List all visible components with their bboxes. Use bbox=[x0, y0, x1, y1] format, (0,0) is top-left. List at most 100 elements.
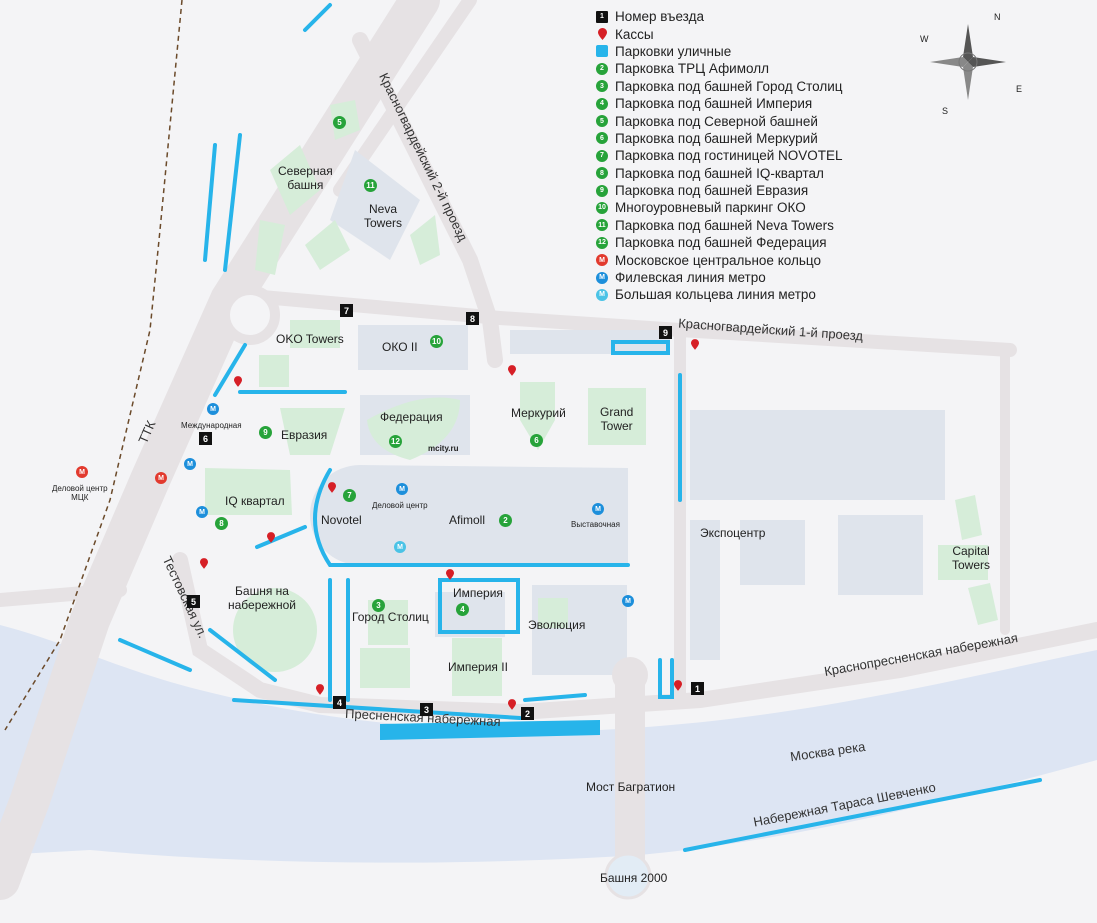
parking-10-icon: 10 bbox=[596, 201, 608, 214]
station-delovoy-mck: Деловой центр МЦК bbox=[52, 484, 108, 503]
label-iq: IQ квартал bbox=[225, 494, 285, 508]
parking-12-marker: 12 bbox=[389, 435, 402, 448]
metro-filevskaya-icon: M bbox=[592, 503, 604, 515]
cash-pin-icon bbox=[328, 482, 336, 493]
metro-filevskaya-icon: M bbox=[207, 403, 219, 415]
entry-8: 8 bbox=[466, 312, 479, 325]
parking-11-icon: 11 bbox=[596, 219, 608, 232]
metro-filevskaya-icon: M bbox=[196, 506, 208, 518]
parking-4-icon: 4 bbox=[596, 97, 608, 110]
parking-2-marker: 2 bbox=[499, 514, 512, 527]
buildings bbox=[330, 150, 945, 675]
bridge-tower-circle bbox=[612, 657, 648, 693]
metro-filevskaya-icon: M bbox=[396, 483, 408, 495]
entry-2: 2 bbox=[521, 707, 534, 720]
parking-6-marker: 6 bbox=[530, 434, 543, 447]
legend-cash: Кассы bbox=[596, 25, 896, 42]
label-b2000: Башня 2000 bbox=[600, 871, 668, 885]
label-oko-towers: OKO Towers bbox=[276, 332, 344, 346]
compass-n: N bbox=[994, 12, 1001, 22]
label-severnaya: Северная башня bbox=[278, 164, 333, 192]
parking-5-marker: 5 bbox=[333, 116, 346, 129]
parking-10-marker: 10 bbox=[430, 335, 443, 348]
cash-pin-icon bbox=[267, 532, 275, 543]
entry-7: 7 bbox=[340, 304, 353, 317]
compass-w: W bbox=[920, 34, 929, 44]
label-mcity: mcity.ru bbox=[428, 444, 459, 453]
station-delovoy: Деловой центр bbox=[372, 501, 428, 510]
label-oko2: ОКО II bbox=[382, 340, 418, 354]
label-grand: Grand Tower bbox=[600, 405, 634, 433]
label-evraziya: Евразия bbox=[281, 428, 328, 442]
station-vystavochnaya: Выставочная bbox=[571, 520, 620, 529]
label-most: Мост Багратион bbox=[586, 780, 676, 794]
entry-1: 1 bbox=[691, 682, 704, 695]
label-evolyuciya: Эволюция bbox=[528, 618, 586, 632]
label-gorod: Город Столиц bbox=[352, 610, 429, 624]
parking-8-marker: 8 bbox=[215, 517, 228, 530]
cash-pin-icon bbox=[674, 680, 682, 691]
metro-filevskaya-icon: M bbox=[596, 271, 608, 284]
metro-filevskaya-icon: M bbox=[184, 458, 196, 470]
parking-4-marker: 4 bbox=[456, 603, 469, 616]
street-parkings bbox=[118, 3, 1042, 852]
label-novotel: Novotel bbox=[321, 513, 362, 527]
metro-mck-icon: M bbox=[76, 466, 88, 478]
label-ekspocentr: Экспоцентр bbox=[700, 526, 766, 540]
roundabout bbox=[220, 285, 280, 345]
parking-5-icon: 5 bbox=[596, 115, 608, 128]
railway-line bbox=[4, 0, 183, 731]
parking-9-marker: 9 bbox=[259, 426, 272, 439]
label-imperiya: Империя bbox=[453, 586, 503, 600]
parking-icon bbox=[596, 45, 608, 58]
parking-6-icon: 6 bbox=[596, 132, 608, 145]
cash-pin-icon bbox=[446, 569, 454, 580]
afimoll-block bbox=[310, 465, 628, 565]
cash-pin-icon bbox=[508, 699, 516, 710]
label-neva: Neva Towers bbox=[364, 202, 403, 230]
metro-mck-icon: M bbox=[155, 472, 167, 484]
metro-bkl-icon: M bbox=[596, 288, 608, 301]
metro-bkl-icon: M bbox=[394, 541, 406, 553]
metro-mck-icon: M bbox=[596, 254, 608, 267]
entry-icon: 1 bbox=[596, 10, 608, 23]
entry-9: 9 bbox=[659, 326, 672, 339]
compass-e: E bbox=[1016, 84, 1023, 94]
parking-3-marker: 3 bbox=[372, 599, 385, 612]
parking-2-icon: 2 bbox=[596, 62, 608, 75]
parking-12-icon: 12 bbox=[596, 236, 608, 249]
parking-8-icon: 8 bbox=[596, 167, 608, 180]
parking-3-icon: 3 bbox=[596, 80, 608, 93]
bashnya-2000-circle bbox=[604, 852, 652, 900]
cash-pin-icon bbox=[691, 339, 699, 350]
compass-s: S bbox=[942, 106, 949, 116]
cash-pin-icon bbox=[596, 28, 608, 41]
label-merkuriy: Меркурий bbox=[511, 406, 566, 420]
label-federation: Федерация bbox=[380, 410, 443, 424]
parking-7-marker: 7 bbox=[343, 489, 356, 502]
moskva-river bbox=[0, 625, 1097, 863]
parking-7-icon: 7 bbox=[596, 149, 608, 162]
cash-pin-icon bbox=[316, 684, 324, 695]
green-towers bbox=[205, 100, 998, 696]
label-imperiya2: Империя II bbox=[448, 660, 508, 674]
entry-3: 3 bbox=[420, 703, 433, 716]
parking-9-icon: 9 bbox=[596, 184, 608, 197]
cash-pin-icon bbox=[234, 376, 242, 387]
